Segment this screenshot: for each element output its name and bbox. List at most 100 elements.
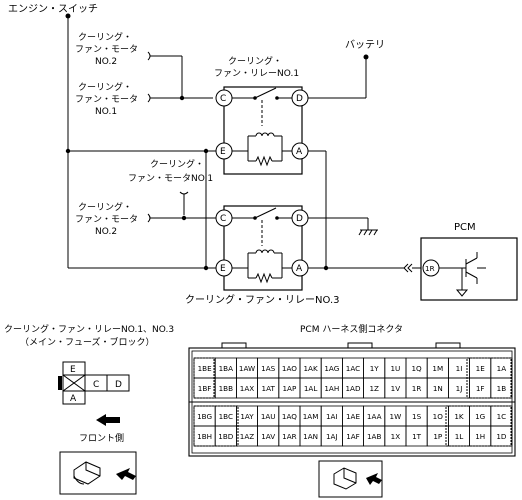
pcm-pin-label: 1AC (346, 364, 360, 373)
pcm-pin-label: 1O (433, 412, 444, 421)
svg-text:NO.1: NO.1 (95, 107, 117, 117)
pcm-pin-label: 1K (454, 412, 464, 421)
svg-text:A: A (70, 394, 77, 404)
fan-motor-no1-connector-icon (147, 93, 151, 103)
pcm-pin-label: 1AP (282, 384, 296, 393)
fan-motor-no1-top-label: クーリング・ ファン・モータ NO.1 (75, 81, 138, 117)
svg-text:E: E (70, 365, 76, 375)
pcm-pin-label: 1BG (197, 412, 212, 421)
pcm-pin-label: 1AJ (326, 432, 338, 441)
pcm-pin-label: 1I (456, 364, 463, 373)
ground-icon (358, 229, 378, 236)
pcm-connector-face: 1BE 1BA 1AW 1AS 1AO 1AK 1AG 1AC 1Y 1U 1Q 1M 1I 1E 1A 1B… (188, 342, 516, 457)
svg-text:C: C (220, 214, 226, 224)
pcm-pin-label: 1AB (367, 432, 381, 441)
pcm-pin-label: 1AI (326, 412, 338, 421)
fan-motor-no2-top-label: クーリング・ ファン・モータ NO.2 (75, 31, 138, 67)
pcm-pin-label: 1AO (282, 364, 297, 373)
svg-text:E: E (220, 264, 226, 274)
pcm-label: PCM (454, 222, 476, 233)
pcm-pin-label: 1AS (261, 364, 275, 373)
pcm-pin-label: 1AY (240, 412, 254, 421)
svg-text:C: C (93, 380, 99, 390)
pcm-ground-icon (455, 289, 469, 297)
svg-text:D: D (296, 94, 303, 104)
relay-connector-face: E C D A (58, 361, 130, 405)
fan-motor-no2-low-label: クーリング・ ファン・モータ NO.2 (75, 201, 138, 237)
fan-motor-no2-connector-icon (147, 51, 151, 61)
pcm-pin-label: 1R (412, 384, 422, 393)
front-arrow-icon (96, 414, 120, 426)
svg-text:クーリング・: クーリング・ (78, 81, 132, 93)
relay-no1: C D E A (215, 86, 309, 175)
pcm-pin-label: 1X (391, 432, 401, 441)
svg-text:ファン・リレーNO.1: ファン・リレーNO.1 (214, 69, 299, 79)
pcm-pin-label: 1J (456, 384, 463, 393)
relay-connector-title: クーリング・ファン・リレーNO.1、NO.3 (4, 323, 174, 335)
pcm-pin-label: 1E (476, 364, 486, 373)
pcm-pin-label: 1AX (240, 384, 254, 393)
pcm-pin-label: 1AK (303, 364, 317, 373)
svg-text:D: D (296, 214, 303, 224)
pcm-connector-chevron-icon (403, 263, 413, 273)
pcm-pin-label: 1AG (324, 364, 339, 373)
pcm-pin-label: 1AU (261, 412, 276, 421)
pcm-pin-label: 1Q (411, 364, 422, 373)
pcm-pin-label: 1BF (198, 384, 212, 393)
pcm-pin-label: 1AA (367, 412, 382, 421)
pcm-pin-label: 1AE (346, 412, 360, 421)
pcm-pin-label: 1S (412, 412, 422, 421)
pcm-pin-label: 1P (433, 432, 443, 441)
pcm-pin-label: 1Y (370, 364, 380, 373)
pcm-pin-label: 1G (475, 412, 485, 421)
pcm-pin-label: 1M (432, 364, 443, 373)
pcm-pin-label: 1AM (303, 412, 319, 421)
svg-text:ファン・モータ: ファン・モータ (75, 214, 138, 225)
relay-no3: C D E A (215, 205, 309, 291)
svg-text:E: E (220, 147, 226, 157)
svg-text:A: A (296, 264, 303, 274)
fan-motor-no2-low-connector-icon (147, 213, 151, 223)
pcm-pin-label: 1BC (219, 412, 233, 421)
pcm-pin-label: 1AD (345, 384, 360, 393)
relay-no3-label: クーリング・ファン・リレーNO.3 (185, 293, 340, 306)
svg-text:A: A (296, 147, 303, 157)
battery-label: バッテリ (345, 39, 385, 51)
svg-text:クーリング・: クーリング・ (78, 201, 132, 213)
pcm-pin-label: 1A (497, 364, 507, 373)
svg-text:C: C (220, 94, 226, 104)
fan-motor-no1-mid-connector-icon (179, 191, 189, 195)
relay-connector-subtitle: （メイン・フューズ・ブロック） (20, 336, 155, 348)
svg-text:NO.2: NO.2 (95, 57, 117, 67)
pcm-pin-label: 1C (497, 412, 507, 421)
pcm-box: PCM 1R (420, 222, 518, 301)
pcm-pin-label: 1B (497, 384, 507, 393)
pcm-pin-label: 1AV (261, 432, 275, 441)
pcm-pin-label: 1AQ (282, 412, 297, 421)
pcm-connector-photo-icon (318, 460, 383, 498)
pcm-pin-label: 1W (390, 412, 402, 421)
pcm-pin-label: 1N (433, 384, 443, 393)
pcm-pin-label: 1AZ (240, 432, 254, 441)
pcm-pin-label: 1V (391, 384, 401, 393)
pcm-pin-label: 1D (496, 432, 507, 441)
engine-switch-label: エンジン・スイッチ (8, 3, 98, 15)
pcm-pin-label: 1U (390, 364, 400, 373)
pcm-pin-label: 1BE (198, 364, 213, 373)
svg-text:ファン・モータ: ファン・モータ (75, 94, 138, 105)
relay-connector-photo-icon (59, 451, 137, 495)
pcm-pin-label: 1BB (219, 384, 234, 393)
svg-text:NO.2: NO.2 (95, 227, 117, 237)
relay-no1-label: クーリング・ ファン・リレーNO.1 (214, 55, 299, 79)
pcm-pin-label: 1BA (219, 364, 234, 373)
pcm-pin-label: 1Z (369, 384, 379, 393)
front-side-label: フロント側 (79, 432, 124, 444)
pcm-pin-label: 1BH (197, 432, 212, 441)
pcm-pin-label: 1BD (218, 432, 234, 441)
pcm-pin-label: 1AW (239, 364, 255, 373)
pcm-pin-label: 1AT (262, 384, 276, 393)
svg-text:クーリング・: クーリング・ (78, 31, 132, 43)
pcm-pin-label: 1AL (304, 384, 318, 393)
pcm-pin-label: 1F (476, 384, 485, 393)
